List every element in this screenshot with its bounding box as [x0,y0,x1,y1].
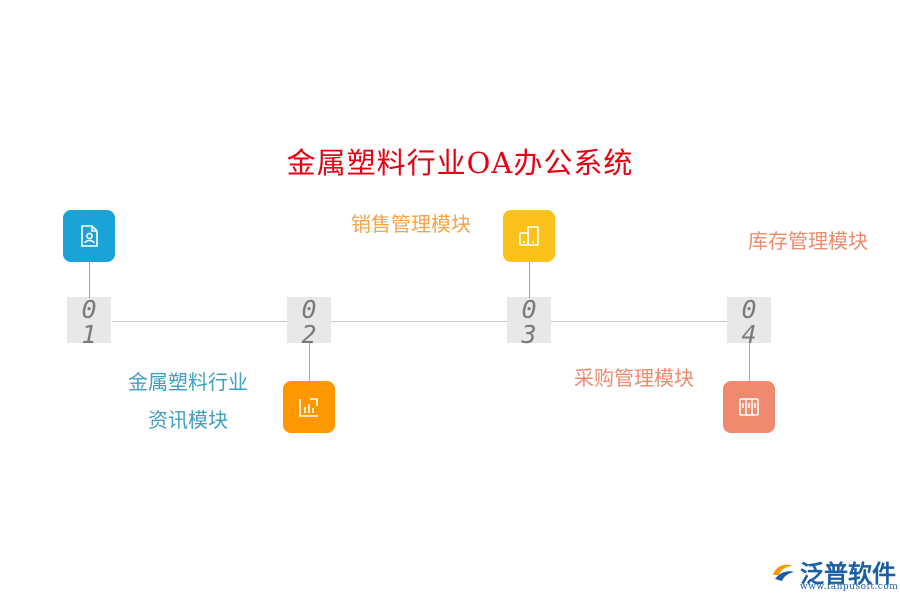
step-icon-box-4[interactable] [723,381,775,433]
connector-2 [309,343,310,381]
step-number-top: 0 [301,295,317,324]
bar-chart-icon [299,398,318,417]
brand-logo-url: www.fanpusoft.com [800,582,899,592]
step-number-bottom: 3 [521,320,537,349]
step-label-1-line1: 金属塑料行业 [128,370,248,394]
step-number-top: 0 [521,295,537,324]
connector-3 [529,262,530,298]
document-user-icon [81,225,98,247]
connector-1 [89,262,90,298]
step-number-bottom: 1 [81,320,97,349]
brand-logo-icon [773,564,794,581]
step-icon-box-3[interactable] [503,210,555,262]
step-number-bottom: 4 [741,320,757,349]
step-number-top: 0 [741,295,757,324]
step-label-1-line2: 资讯模块 [148,408,228,432]
step-label-3: 采购管理模块 [574,366,694,390]
step-number-badge-3: 0 3 [507,295,551,347]
step-label-1: 金属塑料行业 资讯模块 [128,363,248,439]
step-number-badge-2: 0 2 [287,295,331,347]
timeline-axis [112,321,730,322]
step-label-2: 销售管理模块 [351,212,471,236]
step-number-badge-1: 0 1 [67,295,111,347]
connector-4 [749,343,750,381]
columns-icon [739,398,759,416]
step-number-bottom: 2 [301,320,317,349]
step-number-top: 0 [81,295,97,324]
step-label-4: 库存管理模块 [748,229,868,253]
mobile-devices-icon [519,226,539,246]
brand-logo-name: 泛普软件 [800,560,896,588]
page-title: 金属塑料行业OA办公系统 [286,146,634,180]
brand-logo: 泛普软件 [770,554,896,589]
step-icon-box-1[interactable] [63,210,115,262]
step-number-badge-4: 0 4 [727,295,771,347]
step-icon-box-2[interactable] [283,381,335,433]
